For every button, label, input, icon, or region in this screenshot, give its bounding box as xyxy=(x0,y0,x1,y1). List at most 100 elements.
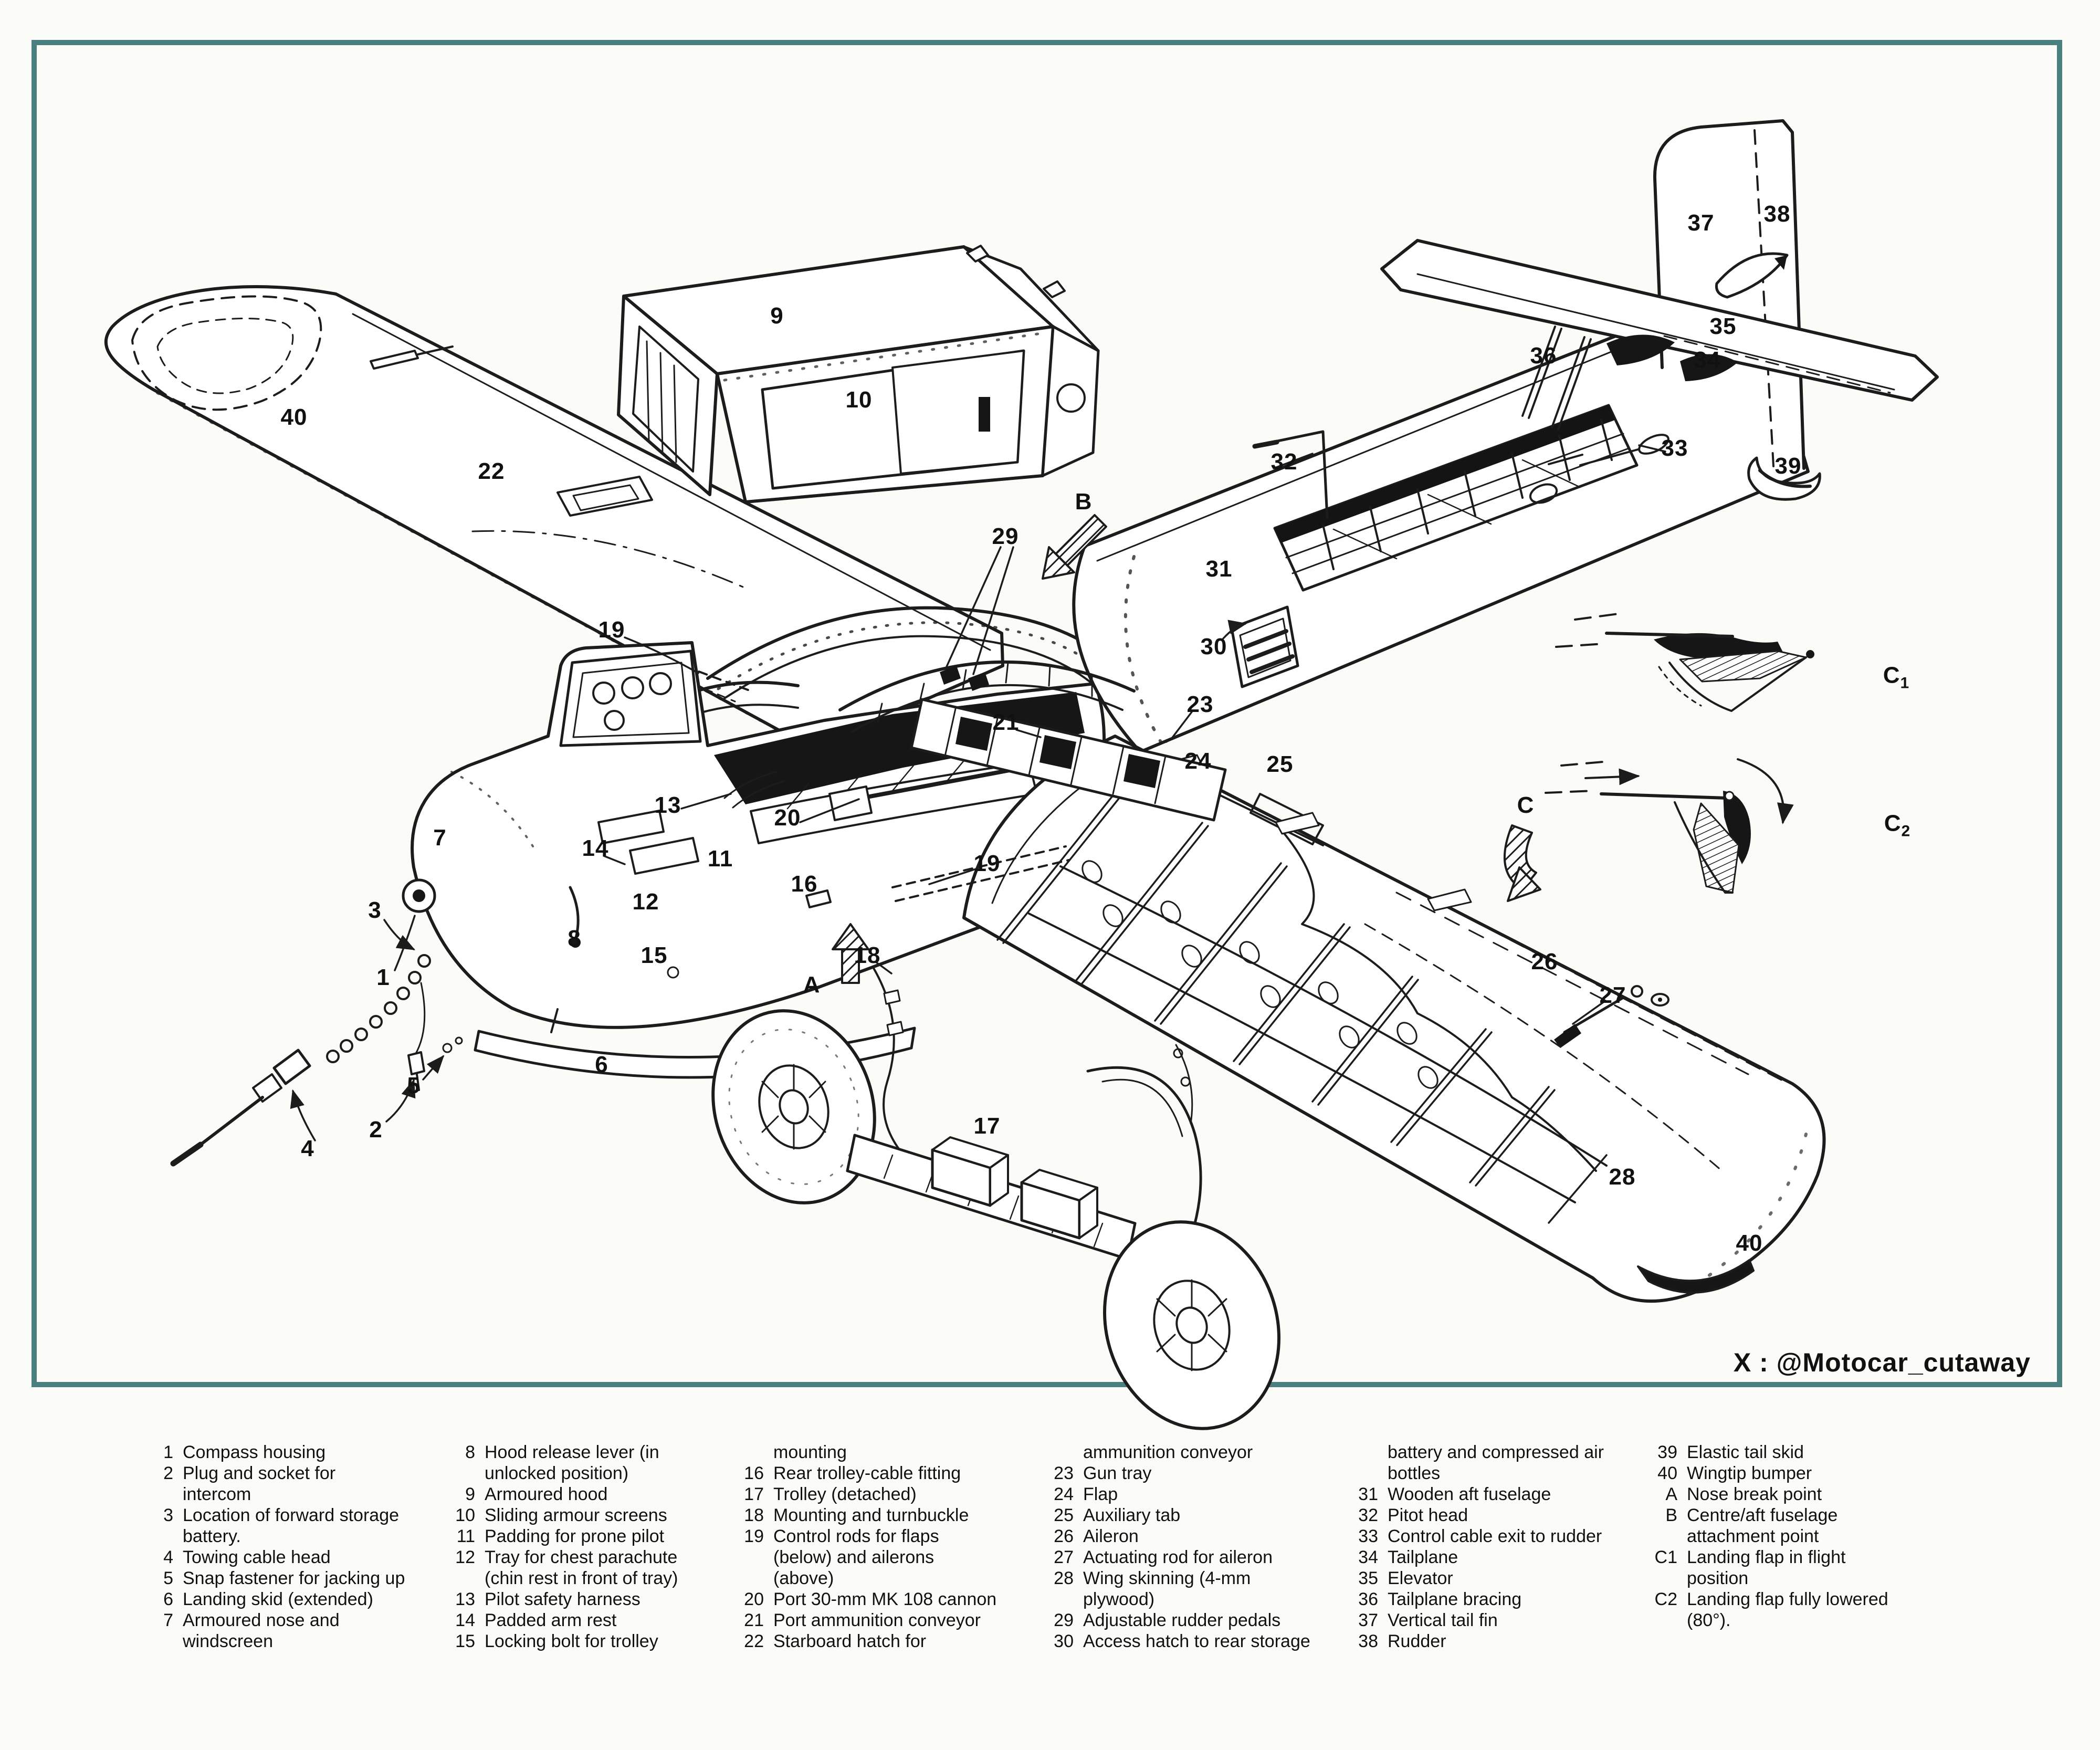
rear-access-hatch xyxy=(1230,605,1299,688)
callout-24: 24 xyxy=(1184,748,1212,774)
callout-A: A xyxy=(803,972,821,998)
legend-item-C2: (80°). xyxy=(1637,1610,1888,1631)
legend-item-number: 16 xyxy=(744,1463,764,1483)
legend-item-number: 14 xyxy=(455,1610,475,1630)
legend-item-number: 33 xyxy=(1358,1526,1378,1546)
legend-item-text: (below) and ailerons xyxy=(773,1547,934,1567)
callout-19: 19 xyxy=(973,851,1001,876)
legend-item-3: battery. xyxy=(133,1526,405,1547)
legend-item-text: Nose break point xyxy=(1687,1484,1822,1504)
callout-19: 19 xyxy=(598,617,625,643)
legend-item-2: intercom xyxy=(133,1484,405,1505)
callout-34: 34 xyxy=(1694,347,1721,373)
callout-38: 38 xyxy=(1763,201,1791,227)
callout-39: 39 xyxy=(1774,453,1802,479)
callout-16: 16 xyxy=(791,871,818,897)
legend-item-number: 19 xyxy=(744,1526,764,1546)
legend-item-8: unlocked position) xyxy=(435,1463,678,1484)
legend-item-28: plywood) xyxy=(1034,1589,1310,1610)
arm-rest xyxy=(597,810,665,844)
legend-item-text: (above) xyxy=(773,1568,834,1588)
legend-item-number: 10 xyxy=(455,1505,475,1525)
aileron-hinge xyxy=(1317,839,1788,1084)
legend-item-text: Elastic tail skid xyxy=(1687,1442,1804,1462)
legend-item-text: Access hatch to rear storage xyxy=(1083,1631,1310,1651)
legend-item-number: 7 xyxy=(163,1610,173,1630)
callout-14: 14 xyxy=(582,835,609,861)
legend-item-B: attachment point xyxy=(1637,1526,1888,1547)
parachute-tray xyxy=(629,837,699,875)
legend-item-number: 17 xyxy=(744,1484,764,1504)
legend-item-number: 3 xyxy=(163,1505,173,1525)
legend-item-text: (80°). xyxy=(1687,1610,1731,1630)
legend-item-number: 25 xyxy=(1054,1505,1074,1525)
legend-item-text: battery and compressed air xyxy=(1388,1442,1604,1462)
legend-item-cont: battery and compressed air xyxy=(1338,1442,1604,1463)
towing-gear xyxy=(170,954,463,1167)
legend-item-number: 23 xyxy=(1054,1463,1074,1483)
legend-item-number: 15 xyxy=(455,1631,475,1651)
legend-item-number xyxy=(724,1442,764,1463)
legend-item-14: 14 Padded arm rest xyxy=(435,1610,678,1631)
legend-item-text: Padded arm rest xyxy=(485,1610,617,1630)
armoured-hood-detail xyxy=(617,245,1100,504)
legend-item-text: Wingtip bumper xyxy=(1687,1463,1812,1483)
legend-item-text: (chin rest in front of tray) xyxy=(485,1568,678,1588)
legend-item-text: Elevator xyxy=(1388,1568,1453,1588)
legend-item-number: 37 xyxy=(1358,1610,1378,1630)
legend-item-text: bottles xyxy=(1388,1463,1441,1483)
legend-item-number: 31 xyxy=(1358,1484,1378,1504)
legend-item-19: (above) xyxy=(724,1568,996,1589)
callout-21: 21 xyxy=(992,709,1020,735)
callout-17: 17 xyxy=(973,1113,1001,1139)
legend-item-number: 5 xyxy=(163,1568,173,1588)
callout-11: 11 xyxy=(707,846,733,872)
starboard-hatch-22 xyxy=(556,476,653,517)
callout-C2: C2 xyxy=(1884,810,1911,840)
legend-item-text: Landing flap fully lowered xyxy=(1687,1589,1888,1609)
drawing-frame xyxy=(32,40,2062,1387)
callout-8: 8 xyxy=(568,926,581,951)
legend-item-text: Hood release lever (in xyxy=(485,1442,659,1462)
legend-item-text: mounting xyxy=(773,1442,847,1462)
legend-item-text: Locking bolt for trolley xyxy=(485,1631,658,1651)
legend-item-number: 26 xyxy=(1054,1526,1074,1546)
legend-item-number: C2 xyxy=(1654,1589,1677,1609)
legend-item-number xyxy=(1338,1442,1378,1463)
sliding-armour-screen xyxy=(891,350,1025,475)
callout-35: 35 xyxy=(1709,313,1737,339)
tail-unit xyxy=(1380,119,1939,501)
callout-4: 4 xyxy=(301,1136,314,1161)
wingtip-bumper xyxy=(1637,1259,1755,1294)
legend-item-text: unlocked position) xyxy=(485,1463,629,1483)
legend-item-text: Location of forward storage xyxy=(183,1505,400,1525)
legend-item-text: Actuating rod for aileron xyxy=(1083,1547,1273,1567)
legend-item-number: 32 xyxy=(1358,1505,1378,1525)
callout-2: 2 xyxy=(369,1117,383,1143)
callout-10: 10 xyxy=(845,387,873,413)
callout-20: 20 xyxy=(774,805,801,831)
flap-inset-c2 xyxy=(1545,758,1794,894)
callout-6: 6 xyxy=(595,1052,608,1077)
legend-item-number: 34 xyxy=(1358,1547,1378,1567)
